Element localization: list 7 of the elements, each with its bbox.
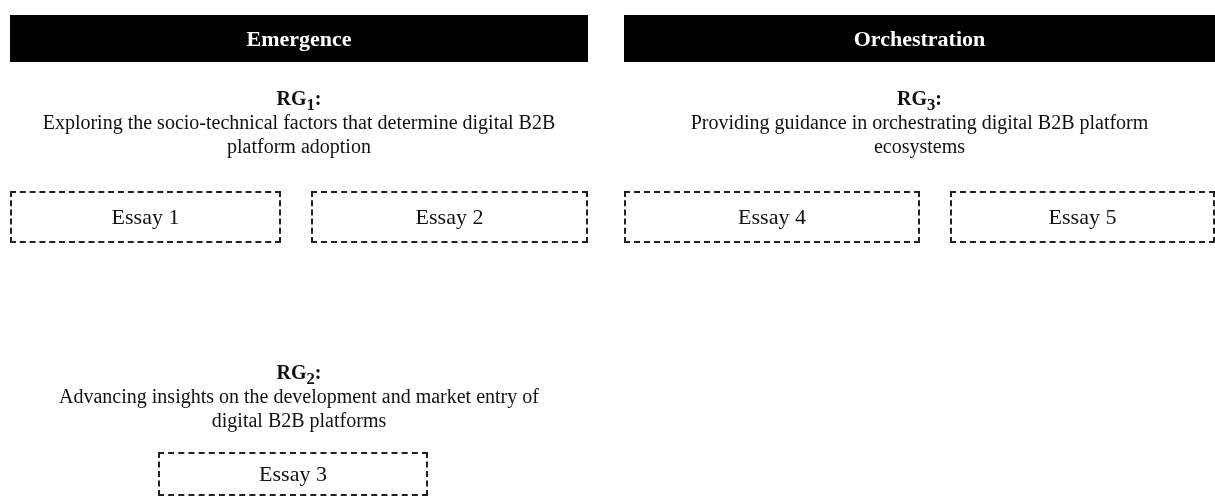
essay-box: Essay 4 — [624, 191, 920, 243]
essay-box: Essay 1 — [10, 191, 281, 243]
essay-box: Essay 5 — [950, 191, 1215, 243]
section-header-bar: Orchestration — [624, 15, 1215, 62]
essay-box: Essay 2 — [311, 191, 588, 243]
essay-box: Essay 3 — [158, 452, 428, 496]
section-header-bar: Emergence — [10, 15, 588, 62]
